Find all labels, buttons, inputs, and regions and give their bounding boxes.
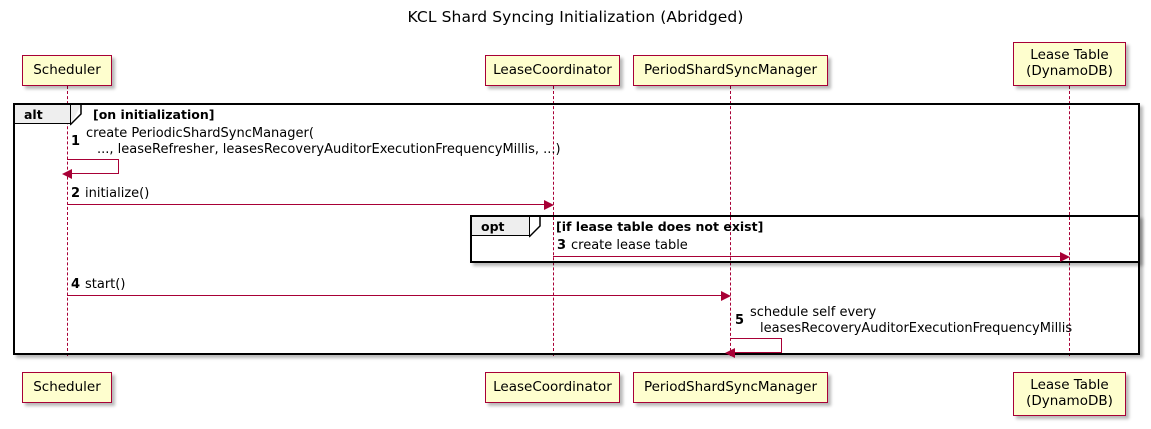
lifeline-leasecoordinator bbox=[553, 86, 554, 356]
participant-leasetable-top-label-line1: Lease Table bbox=[1030, 47, 1109, 64]
message-5-arrowhead bbox=[725, 348, 735, 358]
lifeline-periodshardsyncmanager bbox=[730, 86, 731, 356]
message-1-arrowhead bbox=[62, 169, 72, 179]
participant-leasecoordinator-bottom-label: LeaseCoordinator bbox=[493, 378, 612, 395]
page-title: KCL Shard Syncing Initialization (Abridg… bbox=[407, 8, 744, 26]
message-2-number: 2 bbox=[71, 186, 81, 201]
message-5-label-line1: schedule self every bbox=[750, 305, 877, 320]
message-4-number: 4 bbox=[71, 277, 81, 292]
message-1-number: 1 bbox=[71, 134, 81, 149]
fragment-opt-tab: opt bbox=[472, 217, 530, 236]
message-4-label: start() bbox=[85, 277, 126, 292]
participant-leasetable-top[interactable]: Lease Table (DynamoDB) bbox=[1013, 42, 1126, 86]
participant-scheduler-top-label: Scheduler bbox=[33, 61, 101, 78]
fragment-alt-guard: [on initialization] bbox=[93, 107, 215, 122]
message-2-arrowhead bbox=[544, 200, 554, 210]
fragment-alt-keyword: alt bbox=[24, 106, 43, 122]
message-2-line bbox=[67, 204, 545, 205]
message-5-label-line2: leasesRecoveryAuditorExecutionFrequencyM… bbox=[760, 321, 1073, 336]
fragment-alt-tab: alt bbox=[15, 105, 71, 124]
fragment-opt bbox=[470, 215, 1140, 263]
participant-leasetable-bottom-label-line1: Lease Table bbox=[1030, 377, 1109, 394]
message-1-self-loop bbox=[67, 159, 119, 174]
participant-scheduler-top[interactable]: Scheduler bbox=[22, 55, 112, 86]
lifeline-leasetable bbox=[1069, 86, 1070, 356]
fragment-opt-guard: [if lease table does not exist] bbox=[556, 219, 764, 234]
message-1-label-line2: ..., leaseRefresher, leasesRecoveryAudit… bbox=[97, 142, 561, 157]
fragment-opt-keyword: opt bbox=[481, 218, 505, 234]
participant-leasetable-bottom-label-line2: (DynamoDB) bbox=[1026, 393, 1113, 409]
participant-leasetable-top-label-line2: (DynamoDB) bbox=[1026, 63, 1113, 79]
message-5-number: 5 bbox=[735, 313, 745, 328]
participant-periodshardsyncmanager-bottom[interactable]: PeriodShardSyncManager bbox=[633, 372, 828, 403]
participant-periodshardsyncmanager-bottom-label: PeriodShardSyncManager bbox=[643, 378, 818, 395]
fragment-alt-tab-fold-icon bbox=[70, 104, 82, 126]
participant-scheduler-bottom[interactable]: Scheduler bbox=[22, 372, 112, 403]
message-5-self-loop bbox=[730, 338, 782, 353]
message-1-label-line1: create PeriodicShardSyncManager( bbox=[86, 126, 314, 141]
participant-leasetable-bottom[interactable]: Lease Table (DynamoDB) bbox=[1013, 372, 1126, 416]
message-3-number: 3 bbox=[557, 238, 567, 253]
participant-scheduler-bottom-label: Scheduler bbox=[33, 378, 101, 395]
message-4-line bbox=[67, 295, 722, 296]
message-3-arrowhead bbox=[1060, 252, 1070, 262]
participant-leasecoordinator-top-label: LeaseCoordinator bbox=[493, 61, 612, 78]
participant-leasecoordinator-bottom[interactable]: LeaseCoordinator bbox=[485, 372, 620, 403]
participant-leasecoordinator-top[interactable]: LeaseCoordinator bbox=[485, 55, 620, 86]
lifeline-scheduler bbox=[67, 86, 68, 356]
message-3-line bbox=[553, 256, 1061, 257]
message-2-label: initialize() bbox=[85, 186, 150, 201]
fragment-alt-tab-corner bbox=[71, 105, 81, 124]
participant-periodshardsyncmanager-top-label: PeriodShardSyncManager bbox=[643, 61, 818, 78]
message-4-arrowhead bbox=[721, 291, 731, 301]
message-3-label: create lease table bbox=[571, 238, 688, 253]
fragment-opt-tab-fold-icon bbox=[529, 216, 541, 238]
participant-periodshardsyncmanager-top[interactable]: PeriodShardSyncManager bbox=[633, 55, 828, 86]
